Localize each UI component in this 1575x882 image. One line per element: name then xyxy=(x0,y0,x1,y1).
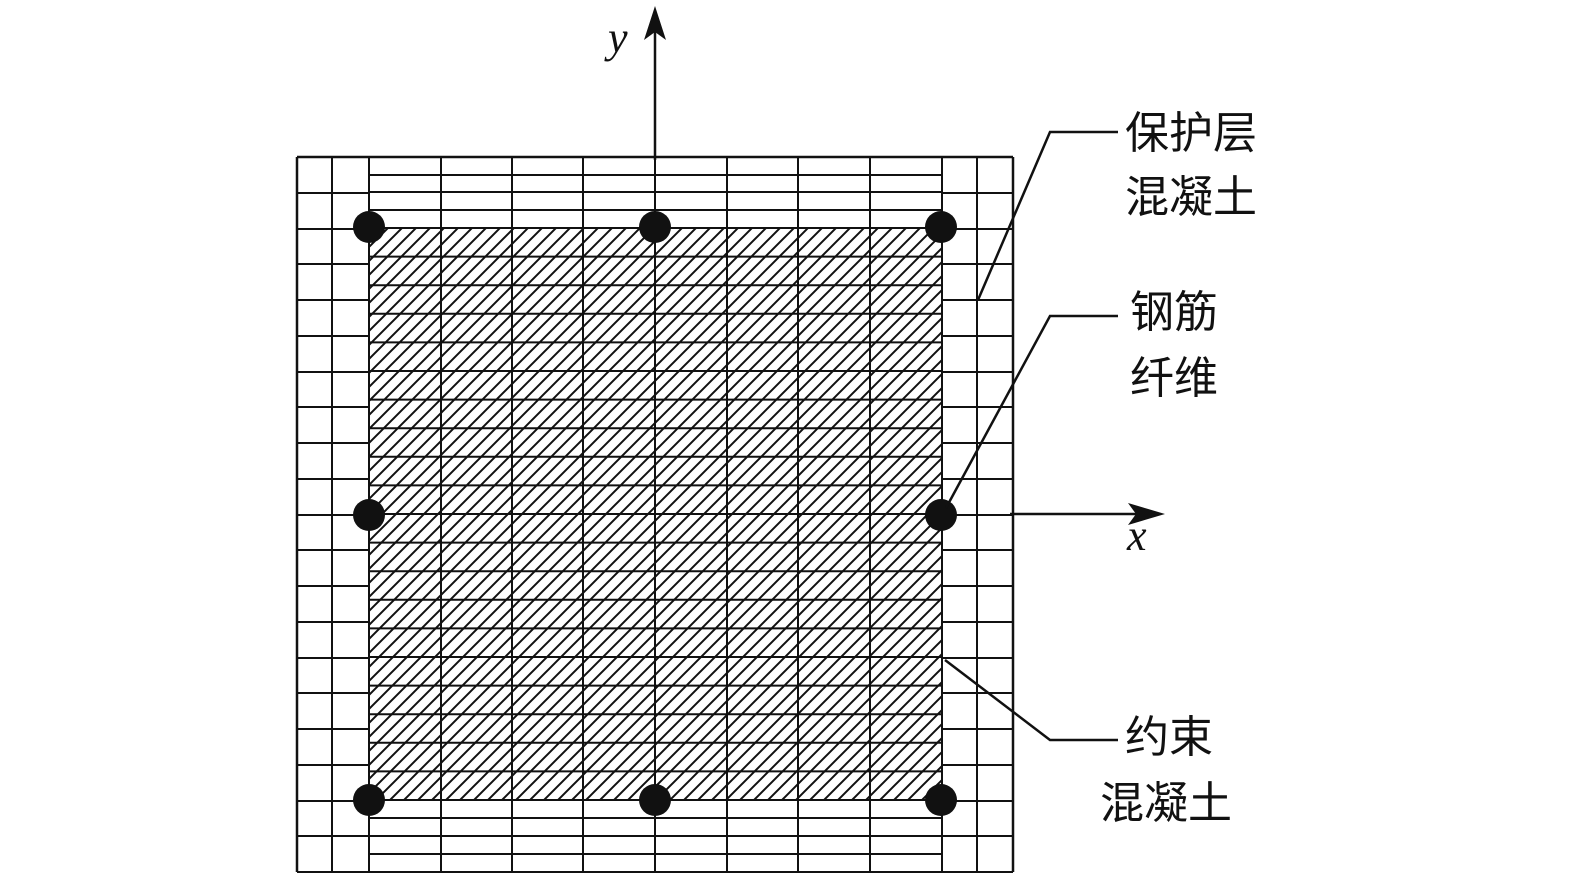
leader-confined-concrete xyxy=(944,659,1118,742)
y-axis-arrow xyxy=(644,6,666,40)
rebar-dot xyxy=(353,211,385,243)
leader-cover-concrete xyxy=(976,130,1118,301)
rebar-dot xyxy=(639,211,671,243)
rebar-dot xyxy=(353,784,385,816)
label-cover-concrete: 保护层 混凝土 xyxy=(1125,108,1257,223)
label-rebar-fiber-line2: 纤维 xyxy=(1130,353,1218,404)
rebar-dot xyxy=(925,499,957,531)
rebar-dot xyxy=(639,784,671,816)
y-axis: y xyxy=(604,6,666,160)
rebar-dot xyxy=(353,499,385,531)
label-confined-concrete-line2: 混凝土 xyxy=(1100,778,1232,829)
y-axis-label: y xyxy=(604,13,628,62)
label-rebar-fiber-line1: 钢筋 xyxy=(1130,287,1218,338)
leader-rebar-fiber xyxy=(944,314,1118,509)
label-confined-concrete: 约束 混凝土 xyxy=(1100,712,1232,829)
x-axis: x xyxy=(1010,503,1165,560)
label-confined-concrete-line1: 约束 xyxy=(1125,712,1213,763)
rebar-dot xyxy=(925,211,957,243)
x-axis-arrow xyxy=(1128,503,1165,525)
rebar-group xyxy=(353,211,957,816)
label-rebar-fiber: 钢筋 纤维 xyxy=(1130,287,1218,404)
fiber-mesh xyxy=(295,155,1015,873)
x-axis-label: x xyxy=(1126,511,1147,560)
label-cover-concrete-line1: 保护层 xyxy=(1125,108,1257,159)
leader-lines xyxy=(944,130,1118,742)
rebar-dot xyxy=(925,784,957,816)
label-cover-concrete-line2: 混凝土 xyxy=(1125,172,1257,223)
